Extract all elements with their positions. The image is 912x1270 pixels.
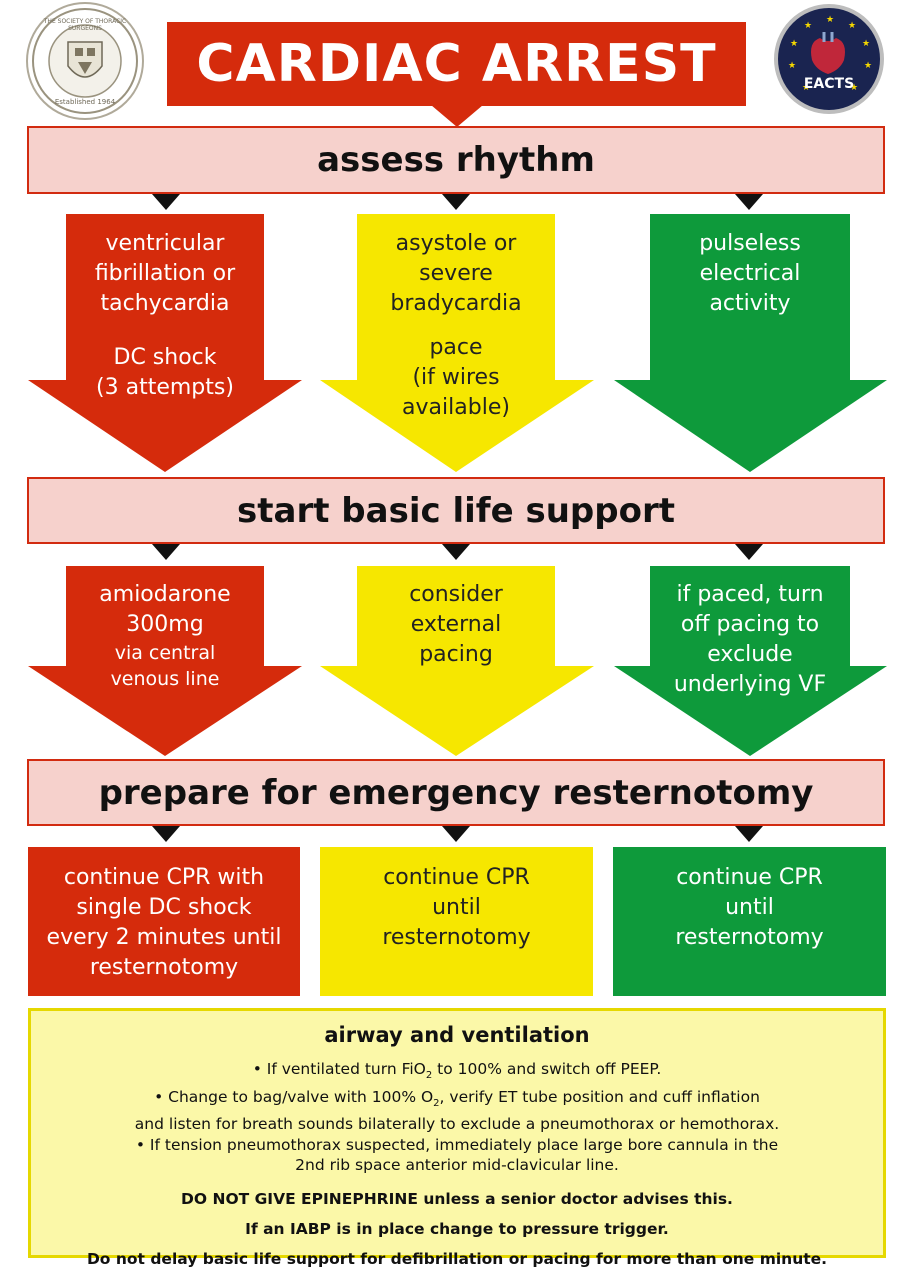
arrow-amiodarone — [28, 566, 302, 756]
airway-ventilation-panel: airway and ventilation • If ventilated t… — [28, 1008, 886, 1268]
svg-text:★: ★ — [850, 83, 858, 93]
arrow-pea — [614, 214, 887, 472]
arrow-vf — [28, 214, 302, 472]
amiodarone-text: amiodarone 300mg via central venous line — [99, 582, 231, 690]
down-pointer-icon — [152, 544, 180, 560]
svg-text:★: ★ — [862, 39, 870, 49]
bullet-tension-pneumothorax: • If tension pneumothorax suspected, imm… — [135, 1135, 779, 1154]
warning-bls-delay: Do not delay basic life support for defi… — [86, 1249, 828, 1268]
external-pacing-text: consider external pacing — [409, 582, 503, 667]
row1-arrows — [28, 214, 887, 472]
sts-established: Established 1964 — [54, 98, 116, 106]
turn-off-pacing-text: if paced, turn off pacing to exclude und… — [673, 582, 827, 697]
eacts-emblem-icon: ★ ★ ★ ★ ★ ★ ★ ★ ★ — [788, 15, 872, 93]
svg-text:★: ★ — [790, 39, 798, 49]
arrow-asystole — [320, 214, 594, 472]
band-resternotomy: prepare for emergency resternotomy — [27, 759, 885, 826]
row2-arrows — [28, 566, 887, 756]
band-assess-rhythm: assess rhythm — [27, 126, 885, 194]
asystole-rhythm-text: asystole or severe bradycardia pace (if … — [390, 231, 522, 420]
eacts-logo: ★ ★ ★ ★ ★ ★ ★ ★ ★ EACTS — [774, 4, 884, 114]
svg-text:★: ★ — [848, 21, 856, 31]
sts-text: THE SOCIETY OF THORACIC SURGEONS — [43, 18, 127, 32]
warning-epinephrine: DO NOT GIVE EPINEPHRINE unless a senior … — [181, 1189, 733, 1208]
arrow-external-pacing — [320, 566, 594, 756]
bullet-rib-space: 2nd rib space anterior mid-clavicular li… — [295, 1156, 619, 1175]
arrow-turn-off-pacing — [614, 566, 887, 756]
cpr-shock-box: continue CPR with single DC shock every … — [28, 847, 300, 996]
down-pointer-icon — [442, 194, 470, 210]
sts-logo: THE SOCIETY OF THORACIC SURGEONS Establi… — [26, 2, 144, 120]
sts-seal-icon — [32, 8, 138, 114]
svg-text:★: ★ — [788, 61, 796, 71]
down-pointer-icon — [442, 826, 470, 842]
down-pointer-icon — [735, 826, 763, 842]
bullet-bag-valve: • Change to bag/valve with 100% O2, veri… — [154, 1087, 760, 1109]
svg-text:★: ★ — [802, 83, 810, 93]
cpr-green-box: continue CPR until resternotomy — [613, 847, 886, 996]
bullet-fio2: • If ventilated turn FiO2 to 100% and sw… — [252, 1060, 662, 1082]
pea-rhythm-text: pulseless electrical activity — [699, 231, 801, 316]
eacts-text: EACTS — [803, 76, 855, 92]
vf-rhythm-text: ventricular fibrillation or tachycardia … — [94, 231, 236, 400]
down-pointer-icon — [442, 544, 470, 560]
down-pointer-icon — [152, 194, 180, 210]
page-title: CARDIAC ARREST — [167, 22, 746, 106]
title-arrow-tip — [431, 105, 483, 127]
band-basic-life-support: start basic life support — [27, 477, 885, 544]
down-pointer-icon — [152, 826, 180, 842]
svg-text:★: ★ — [864, 61, 872, 71]
bullet-breath-sounds: and listen for breath sounds bilaterally… — [134, 1115, 780, 1134]
down-pointer-icon — [735, 544, 763, 560]
airway-heading: airway and ventilation — [324, 1023, 590, 1047]
airway-bullets: • If ventilated turn FiO2 to 100% and sw… — [31, 1059, 883, 1176]
cpr-yellow-box: continue CPR until resternotomy — [320, 847, 593, 996]
down-pointer-icon — [735, 194, 763, 210]
svg-text:★: ★ — [826, 15, 834, 25]
svg-text:★: ★ — [804, 21, 812, 31]
warning-iabp: If an IABP is in place change to pressur… — [245, 1219, 669, 1238]
